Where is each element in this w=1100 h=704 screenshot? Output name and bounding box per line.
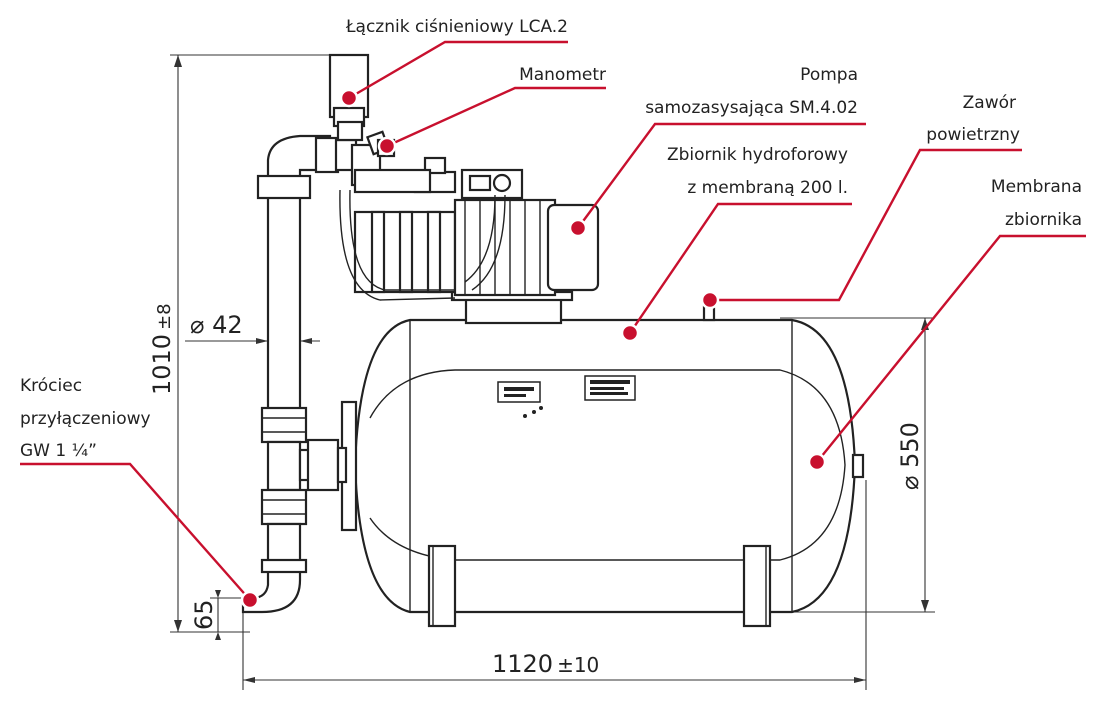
dimension-text: 1010±8 ⌀ 42 65 1120±10 ⌀ 550 — [148, 303, 924, 678]
pump-dot — [568, 218, 588, 238]
dim-pipe-diameter: ⌀ 42 — [190, 311, 243, 339]
dim-height: 1010±8 — [148, 303, 176, 395]
label-tank-line2: z membraną 200 l. — [687, 178, 848, 198]
labels: Łącznik ciśnieniowy LCA.2 Manometr Pompa… — [20, 17, 1082, 461]
manometer-dot — [377, 136, 397, 156]
connector-dot — [240, 590, 260, 610]
label-connector-line3: GW 1 ¼” — [20, 441, 97, 461]
label-tank-line1: Zbiornik hydroforowy — [667, 145, 848, 165]
piping — [241, 134, 432, 614]
label-manometer: Manometr — [519, 65, 606, 85]
label-connector-line2: przyłączeniowy — [20, 409, 151, 429]
membrane-dot — [807, 452, 827, 472]
callout-dots — [240, 88, 827, 610]
dimension-lines — [170, 54, 935, 690]
label-membrane-line2: zbiornika — [1005, 210, 1082, 230]
pressure-tank — [340, 304, 865, 628]
pressure-switch-dot — [339, 88, 359, 108]
label-pressure-switch: Łącznik ciśnieniowy LCA.2 — [345, 17, 568, 37]
label-air-valve-line2: powietrzny — [926, 125, 1020, 145]
label-pump-line2: samozasysająca SM.4.02 — [645, 98, 858, 118]
dim-tank-diameter: ⌀ 550 — [896, 422, 924, 490]
label-membrane-line1: Membrana — [991, 177, 1082, 197]
label-pump-line1: Pompa — [800, 65, 858, 85]
leaders — [20, 40, 1086, 601]
air-valve-dot — [700, 290, 720, 310]
dim-base-offset: 65 — [190, 599, 218, 630]
label-air-valve-line1: Zawór — [963, 93, 1016, 113]
dim-length: 1120±10 — [492, 650, 599, 678]
tank-dot — [620, 323, 640, 343]
label-connector-line1: Króciec — [20, 376, 82, 396]
pump-assembly — [339, 156, 600, 325]
